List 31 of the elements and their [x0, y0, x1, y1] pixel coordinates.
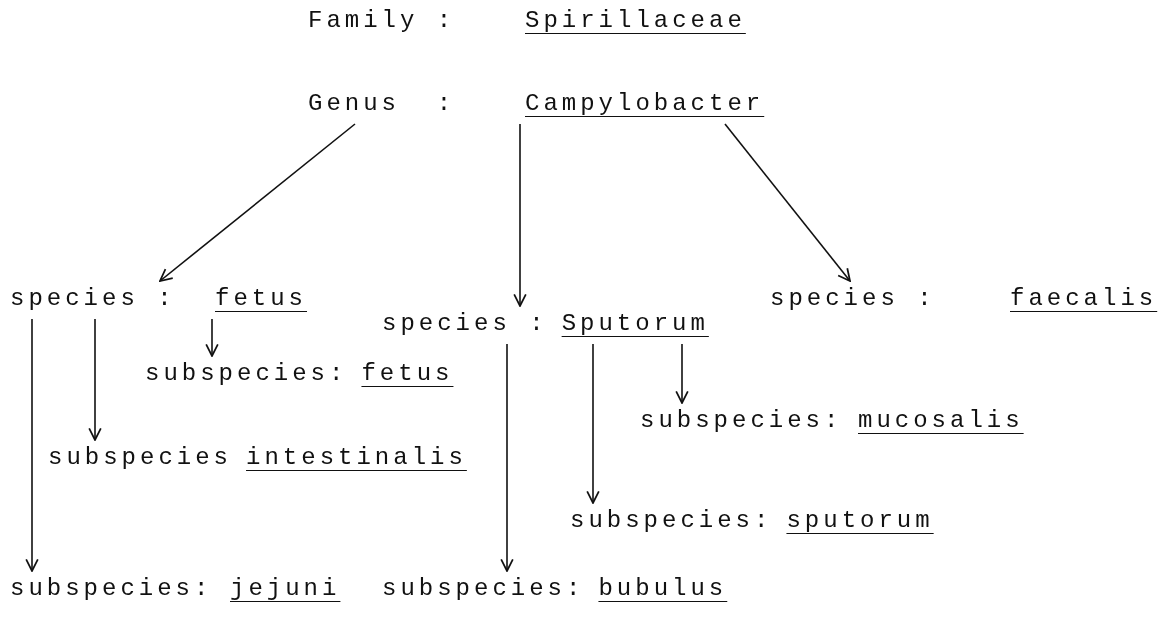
rank-label: Family : — [308, 6, 457, 36]
taxon-name: Sputorum — [561, 309, 709, 339]
arrow — [159, 123, 356, 282]
rank-label: subspecies: — [382, 574, 586, 604]
taxon-name: sputorum — [786, 506, 934, 536]
rank-label: subspecies — [48, 443, 234, 473]
arrow — [724, 123, 851, 282]
arrow — [513, 123, 527, 307]
rank-label: subspecies: — [145, 359, 349, 389]
taxon-name: jejuni — [230, 574, 341, 604]
arrow — [88, 318, 102, 441]
rank-label: Genus : — [308, 89, 457, 119]
taxon-name: fetus — [361, 359, 454, 389]
taxon-name: faecalis — [1010, 284, 1158, 314]
arrow — [675, 343, 689, 404]
rank-label: subspecies: — [640, 406, 844, 436]
rank-label: subspecies: — [10, 574, 214, 604]
arrow — [25, 318, 39, 572]
arrow — [500, 343, 514, 572]
taxon-name: fetus — [215, 284, 307, 314]
taxon-name: Spirillaceae — [525, 6, 746, 36]
rank-label: subspecies: — [570, 506, 774, 536]
rank-label: species : — [382, 309, 549, 339]
arrow — [586, 343, 600, 504]
arrow — [205, 318, 219, 357]
taxon-name: Campylobacter — [525, 89, 765, 119]
rank-label: species : — [10, 284, 177, 314]
taxon-name: bubulus — [598, 574, 728, 604]
taxon-name: intestinalis — [246, 443, 467, 473]
rank-label: species : — [770, 284, 937, 314]
taxon-name: mucosalis — [858, 406, 1024, 436]
